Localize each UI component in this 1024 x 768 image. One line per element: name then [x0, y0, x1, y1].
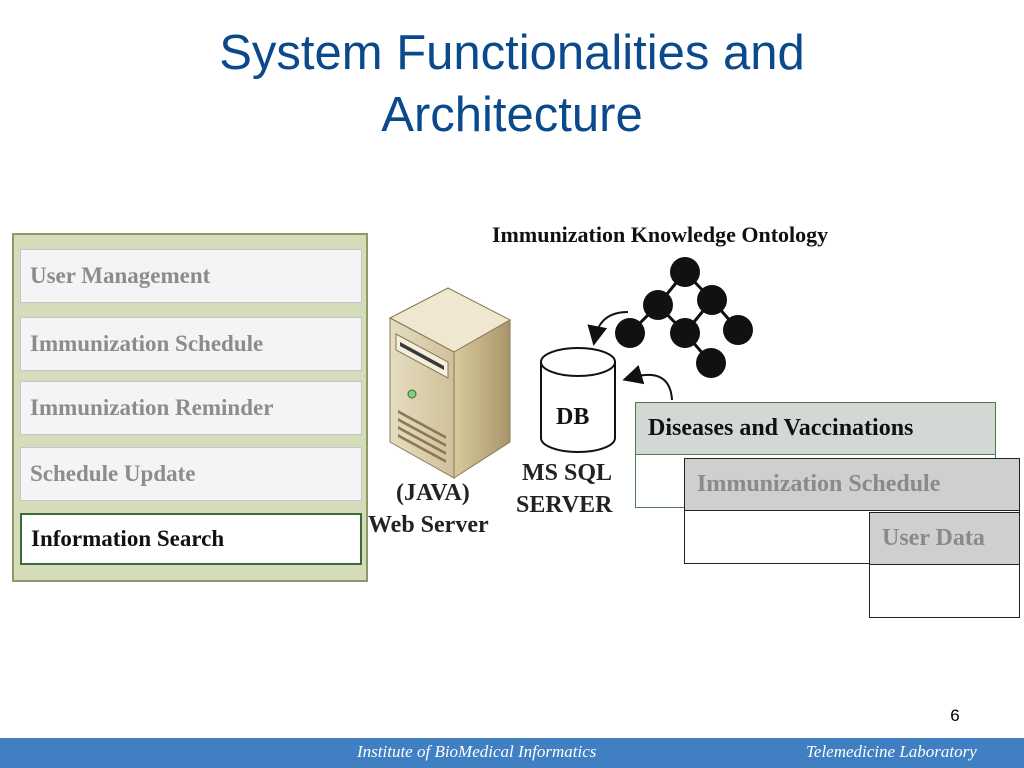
- footer-lab: Telemedicine Laboratory: [806, 742, 977, 761]
- functionality-panel: User Management Immunization Schedule Im…: [12, 233, 368, 582]
- ontology-arrows: [587, 311, 673, 400]
- module-information-search: Information Search: [20, 513, 362, 565]
- table-user-data: User Data: [869, 512, 1020, 618]
- module-user-management: User Management: [20, 249, 362, 303]
- ontology-title: Immunization Knowledge Ontology: [492, 222, 829, 247]
- table-diseases-and-vaccinations-header: Diseases and Vaccinations: [636, 403, 995, 455]
- footer-bar: Institute of BioMedical Informatics Tele…: [0, 738, 1024, 768]
- ontology-graph-icon: [615, 257, 753, 378]
- module-immunization-reminder: Immunization Reminder: [20, 381, 362, 435]
- database-label-line-1: MS SQL: [522, 460, 613, 486]
- web-server-label-line-1: (JAVA): [396, 480, 470, 506]
- web-server-icon: [388, 287, 512, 479]
- slide-title-line-2: Architecture: [381, 88, 643, 142]
- table-immunization-schedule-header: Immunization Schedule: [685, 459, 1019, 511]
- slide-title-line-1: System Functionalities and: [219, 26, 805, 80]
- slide-title: System Functionalities and Architecture: [0, 22, 1024, 146]
- database-label-line-2: SERVER: [516, 492, 613, 518]
- module-schedule-update: Schedule Update: [20, 447, 362, 501]
- arrow-tables-to-db: [622, 364, 673, 400]
- database-cylinder-icon: [540, 347, 616, 453]
- page-number: 6: [950, 706, 960, 725]
- table-user-data-header: User Data: [870, 513, 1019, 565]
- web-server-label-line-2: Web Server: [368, 512, 489, 538]
- arrow-ontology-to-db: [587, 311, 629, 346]
- database-cylinder-label: DB: [556, 404, 590, 430]
- module-immunization-schedule: Immunization Schedule: [20, 317, 362, 371]
- footer-institute: Institute of BioMedical Informatics: [357, 742, 597, 761]
